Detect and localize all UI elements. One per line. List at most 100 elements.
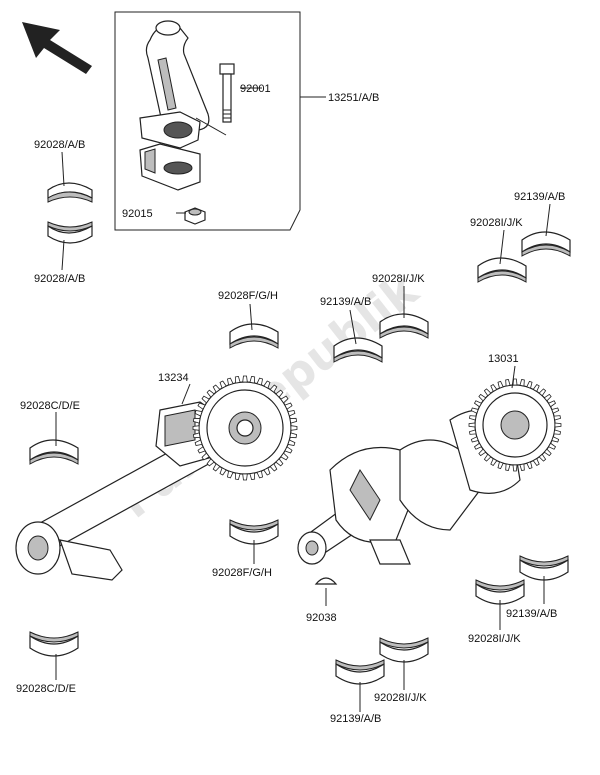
label-92139ab-right: 92139/A/B bbox=[514, 191, 565, 203]
label-92028ijk-right: 92028I/J/K bbox=[470, 217, 523, 229]
leader-lines bbox=[55, 151, 551, 712]
gear-tooth bbox=[512, 464, 518, 472]
gear-tooth bbox=[280, 452, 289, 461]
bearing-92028fgh-bottom bbox=[229, 519, 279, 545]
gear-tooth bbox=[478, 448, 487, 457]
gear-tooth bbox=[548, 442, 557, 450]
gear-tooth bbox=[269, 384, 278, 393]
bearing-92028ijk-right bbox=[477, 257, 527, 283]
gear-tooth bbox=[280, 395, 289, 404]
gear-tooth bbox=[197, 446, 206, 454]
gear-tooth bbox=[469, 415, 477, 421]
gear-tooth bbox=[263, 467, 271, 476]
label-92139ab-bottom: 92139/A/B bbox=[330, 713, 381, 725]
gear-tooth bbox=[478, 393, 487, 402]
gear-tooth bbox=[192, 417, 201, 424]
gear-tooth bbox=[469, 429, 477, 435]
label-92028ab-bottom: 92028/A/B bbox=[34, 273, 85, 285]
gear-tooth bbox=[470, 436, 479, 443]
gear-tooth bbox=[538, 388, 547, 397]
label-13234: 13234 bbox=[158, 372, 189, 384]
gear-tooth bbox=[553, 415, 561, 421]
label-92139ab-low: 92139/A/B bbox=[506, 608, 557, 620]
gear-tooth bbox=[194, 439, 203, 447]
bearing-92028ijk-low bbox=[475, 579, 525, 605]
gear-tooth bbox=[543, 393, 552, 402]
gear-tooth bbox=[234, 472, 241, 481]
gear-tooth bbox=[212, 384, 221, 393]
gear-tooth bbox=[242, 473, 248, 481]
gear-tooth bbox=[490, 383, 498, 392]
bearing-92139ab-bottom bbox=[335, 659, 385, 685]
label-92001: 92001 bbox=[240, 83, 271, 95]
label-92038: 92038 bbox=[306, 612, 337, 624]
label-92139ab-mid: 92139/A/B bbox=[320, 296, 371, 308]
gear-tooth bbox=[554, 422, 562, 428]
gear-tooth bbox=[289, 432, 298, 439]
label-92028ijk-bottom: 92028I/J/K bbox=[374, 692, 427, 704]
gear-tooth bbox=[192, 432, 201, 439]
gear-tooth bbox=[284, 446, 293, 454]
woodruff-key-92038 bbox=[314, 577, 338, 585]
gear-tooth bbox=[256, 470, 264, 479]
label-92028ijk-mid: 92028I/J/K bbox=[372, 273, 425, 285]
gear-tooth bbox=[206, 389, 215, 398]
label-92028fgh-bottom: 92028F/G/H bbox=[212, 567, 272, 579]
gear-tooth bbox=[490, 458, 498, 467]
gear-tooth bbox=[473, 442, 482, 450]
gear-tooth bbox=[505, 379, 511, 387]
gear-tooth bbox=[483, 388, 492, 397]
gear-tooth bbox=[543, 448, 552, 457]
balancer-shaft bbox=[15, 381, 292, 581]
bearing-92028ab-bottom bbox=[47, 221, 93, 244]
gear-tooth bbox=[290, 425, 298, 431]
arrow-up-left-icon bbox=[22, 22, 92, 74]
gear-tooth bbox=[551, 436, 560, 443]
gear-tooth bbox=[249, 375, 256, 384]
gear-tooth bbox=[192, 425, 200, 431]
gear-tooth bbox=[201, 395, 210, 404]
label-13031: 13031 bbox=[488, 353, 519, 365]
gear-tooth bbox=[497, 461, 504, 470]
label-13251: 13251/A/B bbox=[328, 92, 379, 104]
bearing-92028ijk-bottom bbox=[379, 637, 429, 663]
gear-tooth bbox=[234, 375, 241, 384]
gear-tooth bbox=[226, 377, 234, 386]
gear-tooth bbox=[263, 380, 271, 389]
gear-tooth bbox=[284, 402, 293, 410]
gear-tooth bbox=[212, 463, 221, 472]
label-92028cde-top: 92028C/D/E bbox=[20, 400, 80, 412]
gear-tooth bbox=[526, 380, 533, 389]
gear-tooth bbox=[275, 389, 284, 398]
bearing-92028cde-bottom bbox=[29, 631, 79, 657]
bearing-92139ab-right bbox=[521, 231, 571, 257]
gear-tooth bbox=[194, 409, 203, 417]
gear-tooth bbox=[269, 463, 278, 472]
gear-tooth bbox=[201, 452, 210, 461]
gear-tooth bbox=[249, 472, 256, 481]
gear-tooth bbox=[538, 453, 547, 462]
gear-tooth bbox=[226, 470, 234, 479]
label-92028ijk-low: 92028I/J/K bbox=[468, 633, 521, 645]
gear-tooth bbox=[219, 467, 227, 476]
bearing-92139ab-low bbox=[519, 555, 569, 581]
gear-tooth bbox=[519, 379, 525, 387]
gear-tooth bbox=[553, 429, 561, 435]
gear-tooth bbox=[287, 439, 296, 447]
label-92015: 92015 bbox=[122, 208, 153, 220]
gear-tooth bbox=[287, 409, 296, 417]
label-92028cde-bottom: 92028C/D/E bbox=[16, 683, 76, 695]
gear-tooth bbox=[242, 375, 248, 383]
gear-tooth bbox=[483, 453, 492, 462]
gear-tooth bbox=[256, 377, 264, 386]
connecting-rod-box bbox=[114, 11, 326, 231]
bearing-92028cde-top bbox=[29, 439, 79, 465]
gear-tooth bbox=[551, 407, 560, 414]
bearing-92028ijk-mid bbox=[379, 313, 429, 339]
gear-tooth bbox=[275, 458, 284, 467]
gear-tooth bbox=[197, 402, 206, 410]
label-92028ab-top: 92028/A/B bbox=[34, 139, 85, 151]
crank-gear-teeth bbox=[468, 378, 562, 472]
crankshaft bbox=[297, 384, 556, 565]
bearing-92028ab-top bbox=[47, 182, 93, 203]
